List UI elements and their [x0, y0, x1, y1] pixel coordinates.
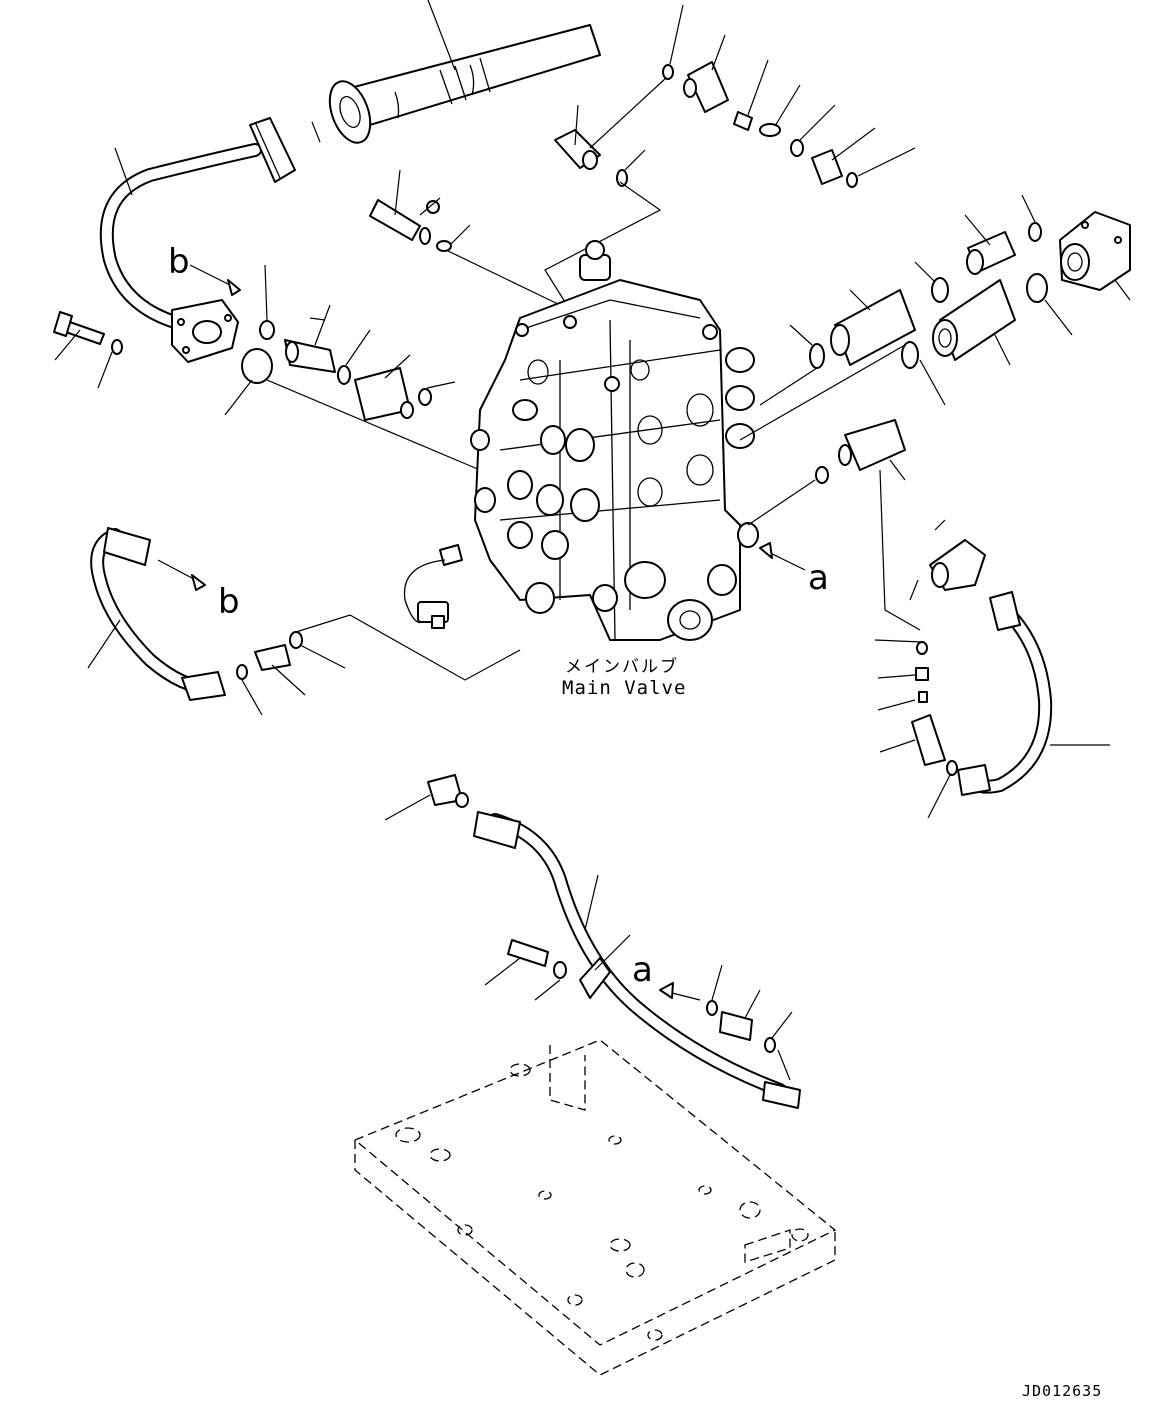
main-valve-label-en: Main Valve	[562, 677, 687, 699]
center-lower-hose	[384, 774, 801, 1109]
right-fittings	[739, 194, 1131, 631]
upper-left-pipe	[99, 117, 296, 363]
ref-mark-b-lower: b	[218, 582, 240, 622]
left-lower-hose	[87, 527, 521, 716]
main-valve-label-jp: メインバルブ	[565, 657, 679, 677]
left-fitting-cluster	[224, 264, 481, 471]
floor-plate	[353, 1039, 837, 1376]
main-valve	[403, 240, 759, 641]
ref-mark-a-lower: a	[632, 950, 653, 990]
bolt-washer-upper-left	[53, 311, 123, 389]
upper-center-fittings	[369, 4, 916, 311]
top-suction-hose	[311, 0, 601, 144]
ref-mark-b-upper: b	[168, 242, 190, 282]
reference-arrows	[157, 264, 806, 1001]
ref-mark-a-right: a	[808, 558, 829, 598]
right-hose	[874, 519, 1110, 819]
drawing-code: JD012635	[1022, 1382, 1103, 1400]
